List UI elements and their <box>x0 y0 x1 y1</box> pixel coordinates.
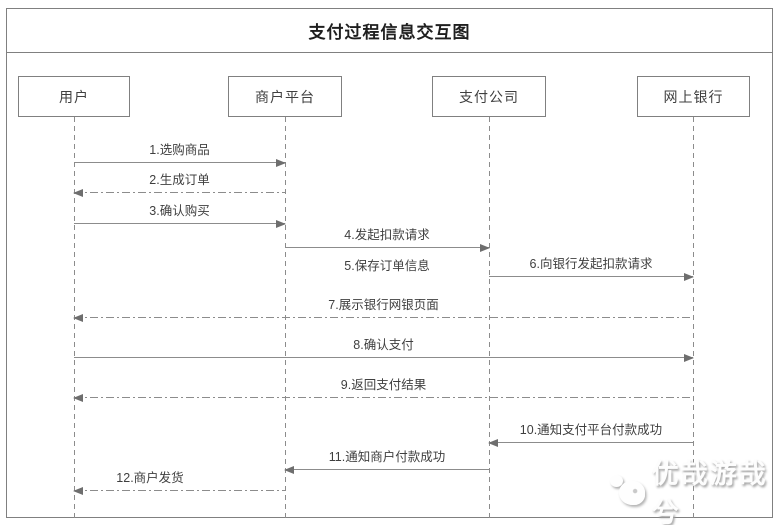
message-label: 3.确认购买 <box>149 204 210 218</box>
message-label: 9.返回支付结果 <box>340 378 427 392</box>
lifeline-bank <box>693 117 694 518</box>
message-line <box>489 276 693 277</box>
actor-box-merchant: 商户平台 <box>228 76 342 117</box>
arrowhead-left-icon <box>488 439 498 447</box>
message-line <box>74 192 285 193</box>
message-7: 7.展示银行网银页面 <box>73 296 693 322</box>
message-label: 12.商户发货 <box>116 471 184 485</box>
arrowhead-left-icon <box>73 314 83 322</box>
message-label: 8.确认支付 <box>353 338 414 352</box>
message-label: 6.向银行发起扣款请求 <box>529 257 653 271</box>
message-line <box>74 317 693 318</box>
message-line <box>74 162 285 163</box>
arrowhead-left-icon <box>73 189 83 197</box>
message-line <box>74 397 693 398</box>
message-label: 11.通知商户付款成功 <box>328 450 446 464</box>
message-4: 4.发起扣款请求 <box>285 226 490 252</box>
arrowhead-right-icon <box>684 354 694 362</box>
arrowhead-right-icon <box>276 220 286 228</box>
message-6: 6.向银行发起扣款请求 <box>489 255 694 281</box>
watermark-text: 优哉游哉兮 <box>651 459 768 525</box>
arrowhead-right-icon <box>480 244 490 252</box>
message-line <box>489 442 693 443</box>
message-5: 5.保存订单信息 <box>344 259 430 273</box>
actor-box-bank: 网上银行 <box>637 76 750 117</box>
message-line <box>74 490 285 491</box>
arrowhead-left-icon <box>73 487 83 495</box>
bird-logo-icon <box>610 473 645 509</box>
speech-bubble-icon <box>610 475 623 487</box>
actor-box-payment: 支付公司 <box>432 76 546 117</box>
message-10: 10.通知支付平台付款成功 <box>488 421 693 447</box>
arrowhead-right-icon <box>684 273 694 281</box>
actor-box-user: 用户 <box>18 76 130 117</box>
bird-icon <box>619 481 645 505</box>
page-title: 支付过程信息交互图 <box>308 23 471 42</box>
arrowhead-right-icon <box>276 159 286 167</box>
message-3: 3.确认购买 <box>74 202 286 228</box>
message-label: 2.生成订单 <box>149 173 210 187</box>
message-line <box>74 357 693 358</box>
watermark: 优哉游哉兮 <box>610 459 780 525</box>
message-1: 1.选购商品 <box>74 141 286 167</box>
arrowhead-left-icon <box>73 394 83 402</box>
message-12: 12.商户发货 <box>73 469 285 495</box>
message-label: 1.选购商品 <box>149 143 210 157</box>
title-bar: 支付过程信息交互图 <box>6 8 773 53</box>
arrowhead-left-icon <box>284 466 294 474</box>
message-2: 2.生成订单 <box>73 171 285 197</box>
message-label: 7.展示银行网银页面 <box>328 298 439 312</box>
message-line <box>285 247 489 248</box>
message-label: 10.通知支付平台付款成功 <box>519 423 663 437</box>
message-8: 8.确认支付 <box>74 336 694 362</box>
message-line <box>285 469 489 470</box>
message-label: 4.发起扣款请求 <box>344 228 430 242</box>
message-line <box>74 223 285 224</box>
message-11: 11.通知商户付款成功 <box>284 448 489 474</box>
message-9: 9.返回支付结果 <box>73 376 693 402</box>
